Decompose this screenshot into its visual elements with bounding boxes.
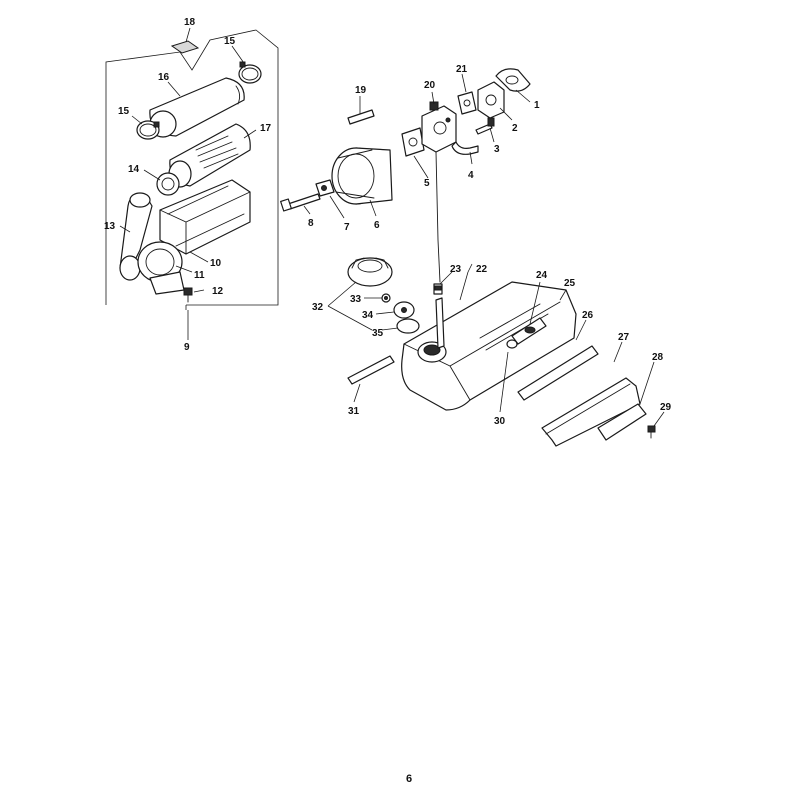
- callout-4: 4: [468, 170, 474, 181]
- callout-17: 17: [260, 123, 272, 134]
- fuel-line-part-22[interactable]: [435, 151, 441, 283]
- gasket-part-19[interactable]: [347, 109, 375, 125]
- bolt-part-8[interactable]: [280, 193, 321, 212]
- plate-part-28[interactable]: [597, 403, 647, 441]
- gasket-part-1[interactable]: [495, 68, 531, 92]
- gasket-part-21[interactable]: [457, 91, 477, 115]
- callout-9: 9: [184, 342, 190, 353]
- filter-element-part-17[interactable]: [168, 123, 251, 188]
- callout-10: 10: [210, 258, 222, 269]
- callout-15-left: 15: [118, 106, 130, 117]
- callout-14: 14: [128, 164, 140, 175]
- callout-20: 20: [424, 80, 436, 91]
- callout-1: 1: [534, 100, 540, 111]
- callout-7: 7: [344, 222, 350, 233]
- callout-32: 32: [312, 302, 324, 313]
- callout-12: 12: [212, 286, 224, 297]
- hose-clamp-part-15-left[interactable]: [136, 120, 160, 140]
- callout-31: 31: [348, 406, 360, 417]
- callout-34: 34: [362, 310, 374, 321]
- hose-clamp-part-15-top[interactable]: [238, 61, 262, 84]
- screw-part-12[interactable]: [183, 287, 193, 303]
- insulator-part-2[interactable]: [477, 81, 505, 119]
- callout-21: 21: [456, 64, 468, 75]
- air-filter-group-bracket: [105, 29, 279, 310]
- callout-18: 18: [184, 17, 196, 28]
- callout-23: 23: [450, 264, 462, 275]
- callout-labels: 18 15 16 15 17 14 13 10 11 12 9 19 6 7 8…: [104, 17, 672, 427]
- callout-27: 27: [618, 332, 630, 343]
- callout-15-top: 15: [224, 36, 236, 47]
- strap-part-31[interactable]: [347, 355, 395, 385]
- stud-part-3[interactable]: [475, 117, 495, 135]
- callout-19: 19: [355, 85, 367, 96]
- filter-housing-part-10[interactable]: [159, 179, 251, 255]
- adapter-shroud-part-6[interactable]: [331, 147, 393, 205]
- page-number: 6: [406, 773, 412, 785]
- callout-25: 25: [564, 278, 576, 289]
- gasket-part-35[interactable]: [396, 318, 420, 334]
- pad-part-18[interactable]: [170, 40, 200, 54]
- bracket-part-7[interactable]: [315, 179, 335, 197]
- filter-base-part-11[interactable]: [137, 241, 185, 295]
- callout-8: 8: [308, 218, 314, 229]
- callout-2: 2: [512, 123, 518, 134]
- callout-6: 6: [374, 220, 380, 231]
- washer-part-34[interactable]: [393, 301, 415, 319]
- callout-28: 28: [652, 352, 664, 363]
- callout-30: 30: [494, 416, 506, 427]
- leader-lines: [119, 27, 665, 427]
- fuel-tank-body[interactable]: [401, 281, 577, 411]
- strip-part-26[interactable]: [517, 345, 599, 401]
- gasket-part-5[interactable]: [401, 127, 425, 157]
- carburetor-part-20[interactable]: [421, 101, 457, 153]
- vent-part-33[interactable]: [381, 293, 391, 303]
- callout-16: 16: [158, 72, 170, 83]
- screw-part-29[interactable]: [647, 425, 656, 439]
- callout-35: 35: [372, 328, 384, 339]
- callout-13: 13: [104, 221, 116, 232]
- fuel-filter-part-23[interactable]: [433, 283, 443, 295]
- hose-part-4[interactable]: [451, 141, 479, 155]
- inner-ring-part-14[interactable]: [156, 172, 180, 196]
- callout-5: 5: [424, 178, 430, 189]
- callout-29: 29: [660, 402, 672, 413]
- grommet-part-30[interactable]: [506, 339, 518, 349]
- callout-33: 33: [350, 294, 362, 305]
- pickup-assembly-part-24[interactable]: [511, 317, 547, 345]
- callout-26: 26: [582, 310, 594, 321]
- callout-24: 24: [536, 270, 548, 281]
- callout-22: 22: [476, 264, 488, 275]
- intake-tube-part-13[interactable]: [119, 192, 153, 281]
- callout-11: 11: [194, 270, 205, 281]
- fuel-cap-part-32[interactable]: [347, 257, 393, 287]
- callout-3: 3: [494, 144, 500, 155]
